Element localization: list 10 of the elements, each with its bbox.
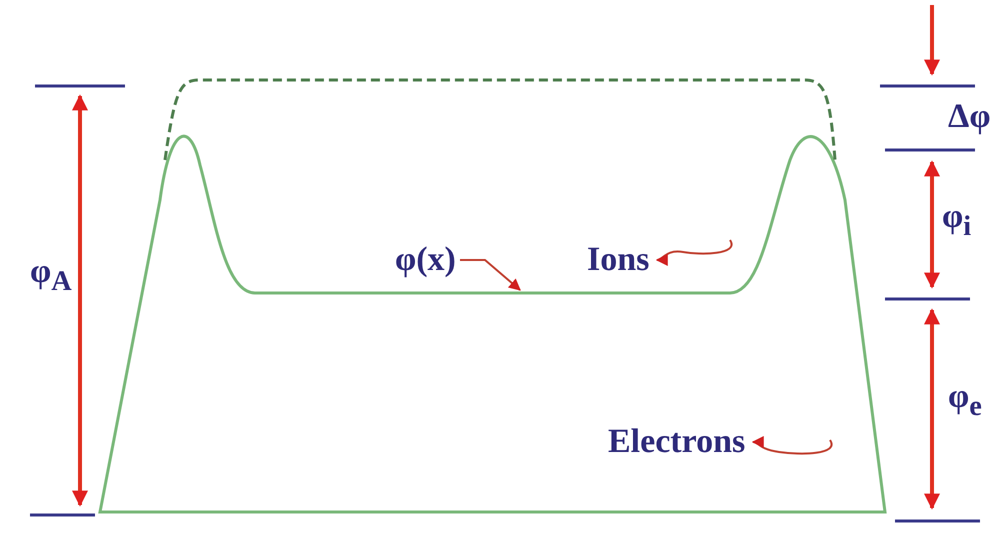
leader-arrow <box>752 437 832 455</box>
curve-label: Ions <box>587 243 650 277</box>
leader-arrow <box>656 240 732 264</box>
curve-label: Electrons <box>608 425 746 459</box>
dimension-label: φ$_{e}$ <box>948 380 982 422</box>
leader-arrow <box>460 259 521 291</box>
dimension-label: Δφ <box>948 100 991 134</box>
dimension-label: φ$_{A}$ <box>30 255 72 296</box>
curve-label: φ(x) <box>395 243 456 277</box>
dimension-label: φ$_{i}$ <box>942 200 972 242</box>
